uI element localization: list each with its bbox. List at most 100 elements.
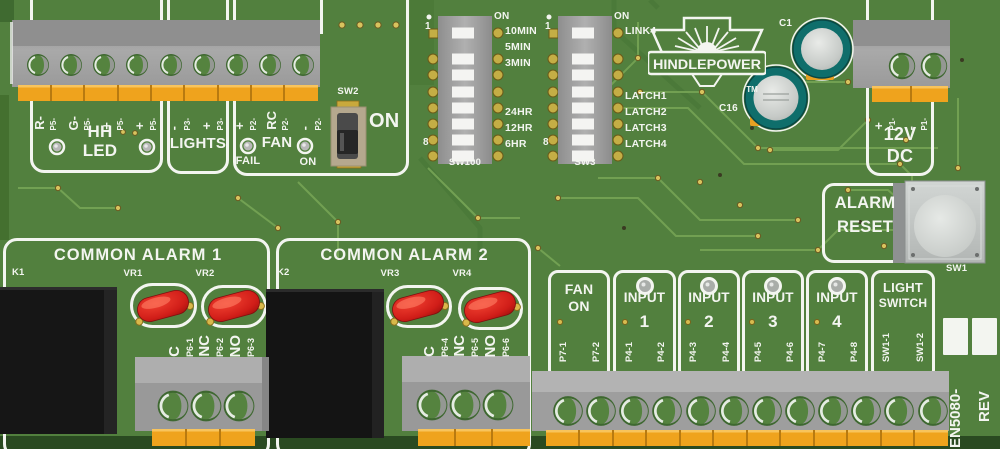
light-switch-line2: SWITCH bbox=[878, 296, 928, 310]
common-alarm-1-title: COMMON ALARM 1 bbox=[53, 246, 223, 264]
pin-symbol: + bbox=[199, 122, 214, 130]
sw100-row-8: 6HR bbox=[505, 138, 527, 150]
vr3-outline bbox=[386, 285, 452, 328]
power-12v-label: 12V bbox=[883, 124, 917, 144]
sw3-rockers[interactable] bbox=[572, 27, 594, 162]
contact-ref: P6-4 bbox=[440, 337, 450, 357]
terminal-block-p6-a bbox=[135, 357, 269, 446]
contact-ref: P6-6 bbox=[501, 337, 511, 357]
vr4-outline bbox=[458, 287, 523, 330]
sw2-slide-switch[interactable] bbox=[330, 100, 367, 169]
copper-pour bbox=[0, 0, 14, 22]
contact-symbol: NC bbox=[451, 335, 468, 357]
contact-ref: P6-2 bbox=[215, 337, 225, 357]
pin-ref: P4-2 bbox=[656, 341, 667, 362]
pin-ref: SW1-2 bbox=[915, 332, 926, 362]
pin-symbol: RC bbox=[264, 111, 279, 130]
input-3-title: INPUT bbox=[752, 290, 794, 305]
pin-ref-p4-6: P4-6 bbox=[785, 328, 796, 362]
sw1-label: SW1 bbox=[946, 263, 968, 274]
sw100-rockers[interactable] bbox=[452, 27, 474, 162]
pin-ref: P5- bbox=[116, 117, 125, 130]
k2-ref: K2 bbox=[277, 267, 290, 278]
hh-led-line1: HH bbox=[87, 122, 113, 141]
light-switch-line1: LIGHT bbox=[883, 280, 923, 295]
hh-led-line2: LED bbox=[82, 141, 118, 161]
terminal-block-p1 bbox=[853, 20, 950, 102]
sw100-row-1: 10MIN bbox=[505, 25, 537, 37]
fan-title: FAN bbox=[261, 134, 293, 151]
io-mount-rings bbox=[557, 277, 846, 325]
rev-label: REV bbox=[976, 391, 993, 422]
fan-on-line1: FAN bbox=[564, 281, 594, 297]
pin-symbol: - bbox=[297, 125, 312, 130]
sw1-pushbutton[interactable] bbox=[893, 180, 986, 264]
pin-label-p2-1: +P2- bbox=[232, 98, 258, 130]
hh-led-title: HH LED bbox=[60, 122, 140, 160]
input-4-title: INPUT bbox=[816, 290, 858, 305]
pin-label-p2-3: -P2- bbox=[297, 98, 323, 130]
pin-label-p5-2: G-P5- bbox=[66, 98, 92, 130]
pin-ref: P3- bbox=[216, 117, 225, 130]
pin-symbol: + bbox=[99, 122, 114, 130]
pin-ref: P4-1 bbox=[624, 341, 635, 362]
wire-mark bbox=[320, 0, 323, 34]
vr4-ref: VR4 bbox=[452, 268, 472, 279]
sw100-row-6: 24HR bbox=[505, 106, 533, 118]
pin-ref: P7-1 bbox=[558, 341, 569, 362]
sw3-row-6: LATCH2 bbox=[625, 106, 667, 118]
vr2-outline bbox=[201, 285, 267, 328]
pin-label-p5-1: R-P5- bbox=[32, 98, 58, 130]
silkscreen-dots bbox=[426, 14, 552, 20]
vr1-outline bbox=[130, 283, 197, 328]
brand-tm: TM bbox=[746, 85, 758, 94]
dip-switch-sw100[interactable] bbox=[427, 16, 504, 164]
contact-ref: P6-5 bbox=[470, 337, 480, 357]
input-4-number: 4 bbox=[832, 312, 842, 331]
alarm-reset-label: ALARM RESET bbox=[826, 192, 904, 240]
dip-switch-sw3[interactable] bbox=[547, 16, 624, 164]
part-number: EN5080- bbox=[947, 388, 964, 448]
alarm-reset-line2: RESET bbox=[836, 217, 893, 236]
contact-symbol: C bbox=[421, 346, 438, 357]
pin-symbol: + bbox=[132, 122, 147, 130]
pin-ref-p7-2: P7-2 bbox=[591, 328, 602, 362]
pin-ref: P4-7 bbox=[817, 341, 828, 362]
input-2-title: INPUT bbox=[688, 290, 730, 305]
sw3-row-1: LINK4 bbox=[625, 25, 657, 37]
dark-vias bbox=[622, 58, 964, 230]
pin-label-p3-2: +P3- bbox=[199, 98, 225, 130]
sunburst-base bbox=[697, 42, 717, 52]
terminal-block-io bbox=[532, 371, 950, 446]
pin-ref: P5- bbox=[49, 117, 58, 130]
contact-ref: P6-3 bbox=[246, 337, 256, 357]
sw3-name: SW3 bbox=[574, 157, 596, 168]
varistor-vr1 bbox=[135, 289, 194, 326]
pin-ref-p7-1: P7-1 bbox=[558, 328, 569, 362]
pin-ref-p4-2: P4-2 bbox=[656, 328, 667, 362]
input-1-title: INPUT bbox=[623, 290, 666, 305]
pin-ref: SW1-1 bbox=[881, 332, 892, 362]
sw3-pos8-label: 8 bbox=[543, 137, 549, 148]
contact-symbol: NO bbox=[482, 334, 499, 358]
pin-ref: P4-6 bbox=[785, 341, 796, 362]
vr2-ref: VR2 bbox=[195, 268, 215, 279]
vias bbox=[54, 21, 979, 254]
sw3-pos1-label: 1 bbox=[545, 21, 551, 32]
rev-write-area-1 bbox=[943, 318, 968, 355]
pin-ref: P5- bbox=[83, 117, 92, 130]
status-leds bbox=[48, 137, 314, 156]
common-alarm-2-title: COMMON ALARM 2 bbox=[320, 246, 489, 264]
sw100-row-3: 3MIN bbox=[505, 57, 531, 69]
fan-on-title: FAN ON bbox=[548, 281, 610, 315]
pin-ref: P2- bbox=[249, 117, 258, 130]
sw100-pos1-label: 1 bbox=[425, 21, 431, 32]
